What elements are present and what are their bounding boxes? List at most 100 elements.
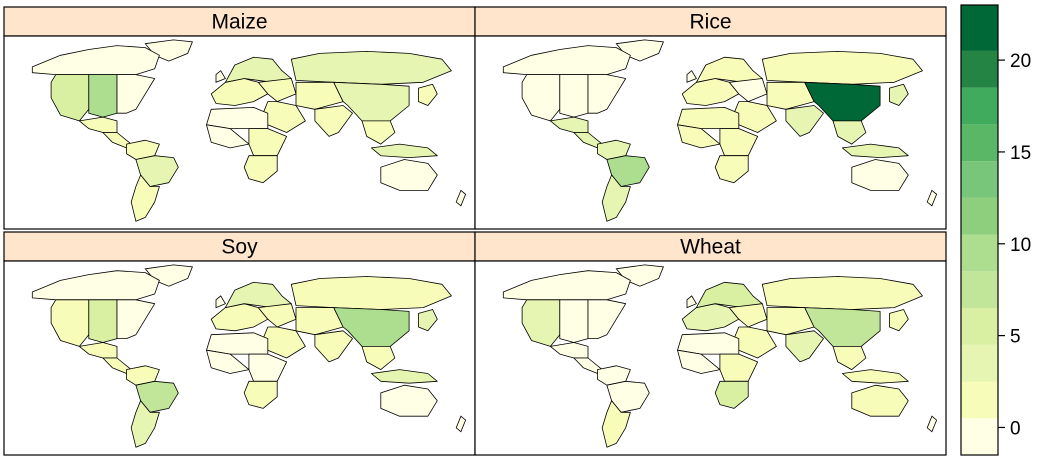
region-southeast-asia xyxy=(832,345,867,371)
panel-strip xyxy=(3,231,476,262)
region-russia xyxy=(290,51,452,85)
region-west-africa xyxy=(206,349,250,374)
region-west-africa xyxy=(677,349,721,374)
color-key-swatch xyxy=(961,161,998,198)
panel-title: Wheat xyxy=(680,236,741,259)
region-southern-africa xyxy=(243,155,278,184)
color-key-swatch xyxy=(961,87,998,125)
region-indonesia xyxy=(842,369,909,384)
region-argentina xyxy=(130,400,160,448)
region-canada xyxy=(31,45,160,75)
panel-strip xyxy=(3,6,476,37)
region-north-africa xyxy=(677,107,740,130)
region-island xyxy=(926,415,938,433)
region-canada xyxy=(31,270,160,301)
color-key-tick-label: 20 xyxy=(1010,51,1031,72)
region-australia xyxy=(380,384,438,417)
region-usa-east xyxy=(587,299,627,340)
region-island xyxy=(926,189,938,207)
region-island xyxy=(455,415,467,433)
region-argentina xyxy=(601,174,631,222)
region-australia xyxy=(380,159,438,191)
region-usa-central xyxy=(559,299,589,343)
region-island xyxy=(215,70,226,83)
color-key-swatch xyxy=(961,124,998,162)
region-russia xyxy=(761,276,923,310)
region-southeast-asia xyxy=(832,120,867,145)
region-india xyxy=(314,330,353,363)
color-key-swatch xyxy=(961,197,998,235)
region-indonesia xyxy=(842,143,909,159)
panel-wheat: Wheat xyxy=(474,231,947,456)
region-europe-east xyxy=(257,78,297,102)
region-island xyxy=(686,70,697,83)
panel-title: Maize xyxy=(211,11,267,34)
region-canada xyxy=(502,45,631,75)
region-japan-korea xyxy=(418,83,438,106)
color-key-tick-label: 5 xyxy=(1010,327,1021,348)
color-key-swatch xyxy=(961,308,998,345)
region-indonesia xyxy=(370,143,438,159)
color-key-swatch xyxy=(961,418,998,455)
region-southeast-asia xyxy=(361,120,396,145)
region-southern-africa xyxy=(243,380,278,409)
region-europe-east xyxy=(728,303,768,328)
region-japan-korea xyxy=(889,83,909,106)
region-southeast-asia xyxy=(361,345,396,371)
region-japan-korea xyxy=(418,309,438,332)
region-india xyxy=(314,105,353,137)
color-key-tick-label: 0 xyxy=(1010,418,1021,439)
region-scandinavia xyxy=(696,56,763,83)
panel-rice: Rice xyxy=(474,6,947,230)
region-usa-east xyxy=(116,299,156,340)
panel-maize: Maize xyxy=(3,6,476,230)
region-europe-east xyxy=(728,78,768,102)
region-australia xyxy=(851,384,909,417)
region-scandinavia xyxy=(224,281,292,309)
color-key-swatch xyxy=(961,50,998,88)
panel-title: Rice xyxy=(689,11,731,34)
region-russia xyxy=(290,276,452,310)
region-argentina xyxy=(130,174,160,222)
region-argentina xyxy=(601,400,631,448)
color-key: 0 5 10 15 20 xyxy=(960,4,1031,456)
panel-strip xyxy=(474,6,947,37)
region-europe-east xyxy=(257,303,297,328)
panel-strip xyxy=(474,231,947,262)
region-southern-africa xyxy=(714,155,749,184)
region-scandinavia xyxy=(224,56,292,83)
region-west-africa xyxy=(677,124,721,149)
color-key-swatch xyxy=(961,234,998,272)
region-usa-central xyxy=(559,74,589,118)
region-west-africa xyxy=(206,124,250,149)
region-southern-africa xyxy=(714,380,749,409)
color-key-tick-label: 15 xyxy=(1010,143,1031,164)
region-india xyxy=(785,330,824,363)
region-scandinavia xyxy=(696,281,763,309)
region-usa-central xyxy=(88,74,118,118)
region-usa-east xyxy=(116,74,156,114)
color-key-swatch xyxy=(961,5,998,51)
region-indonesia xyxy=(370,369,438,384)
region-japan-korea xyxy=(889,309,909,332)
region-india xyxy=(785,105,824,137)
color-key-swatch xyxy=(961,271,998,309)
region-north-africa xyxy=(206,107,269,130)
panel-soy: Soy xyxy=(3,231,476,456)
color-key-tick-label: 10 xyxy=(1010,235,1031,256)
region-russia xyxy=(761,51,923,85)
panel-title: Soy xyxy=(221,236,258,259)
region-usa-central xyxy=(88,299,118,343)
region-island xyxy=(686,295,697,309)
region-island xyxy=(455,189,467,207)
color-key-swatch xyxy=(961,344,998,382)
region-usa-east xyxy=(587,74,627,114)
color-key-swatch xyxy=(961,381,998,419)
region-north-africa xyxy=(206,332,269,355)
region-north-africa xyxy=(677,332,740,355)
region-canada xyxy=(502,270,631,301)
color-key-border xyxy=(960,4,999,456)
region-island xyxy=(215,295,226,309)
region-australia xyxy=(851,159,909,191)
